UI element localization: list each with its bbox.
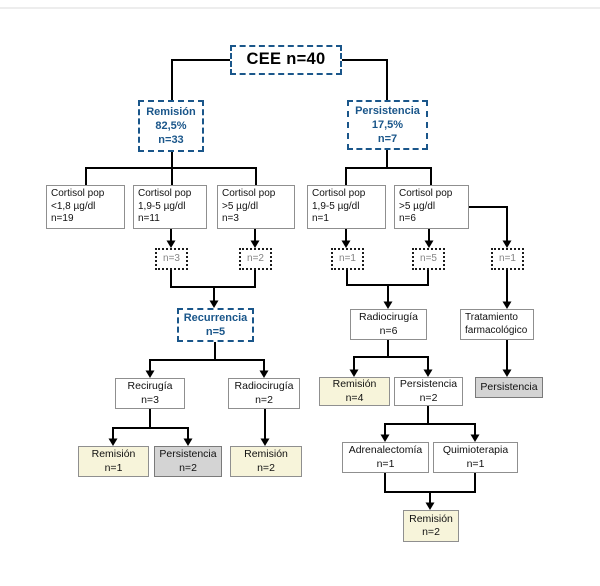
node-label: n=1 — [312, 213, 329, 225]
node-persistencia-n2-mid: Persistencia n=2 — [394, 377, 463, 406]
node-count-n1-left: n=1 — [331, 248, 364, 270]
node-cortisol-19-5-n1: Cortisol pop 1,9-5 µg/dl n=1 — [307, 185, 386, 229]
node-label: n=3 — [222, 213, 239, 225]
node-label: n=1 — [376, 457, 395, 470]
node-remision-n2-bottom: Remisión n=2 — [403, 510, 459, 542]
node-persistencia-farmacologico: Persistencia — [475, 377, 543, 398]
node-count-n1-right: n=1 — [491, 248, 524, 270]
node-label: Adrenalectomía — [348, 444, 423, 457]
node-count-n2: n=2 — [239, 248, 272, 270]
node-label: n=6 — [379, 324, 398, 337]
node-label: Remisión — [244, 448, 288, 461]
node-cortisol-lt18: Cortisol pop <1,8 µg/dl n=19 — [46, 185, 125, 229]
page-top-divider — [0, 7, 600, 9]
node-persistencia-n2-left: Persistencia n=2 — [154, 446, 222, 477]
node-label: Cortisol pop — [222, 187, 276, 199]
node-label: Persistencia — [399, 378, 458, 391]
node-label: n=7 — [377, 133, 398, 146]
node-label: Cortisol pop — [399, 187, 453, 199]
node-label: n=2 — [257, 461, 275, 474]
node-label: n=33 — [158, 134, 184, 147]
node-label: Remisión — [91, 448, 136, 461]
node-recirugia-n3: Recirugía n=3 — [115, 378, 185, 409]
node-label: <1,8 µg/dl — [51, 200, 96, 212]
node-label: Remisión — [409, 512, 453, 525]
node-remision-n2-left: Remisión n=2 — [230, 446, 302, 477]
node-label: >5 µg/dl — [399, 200, 436, 212]
node-label: n=4 — [345, 391, 364, 404]
node-label: 82,5% — [155, 119, 187, 132]
node-label: Persistencia — [355, 104, 420, 117]
node-label: Radiocirugía — [359, 311, 418, 324]
node-quimioterapia-n1: Quimioterapia n=1 — [433, 442, 518, 473]
node-persistencia-group: Persistencia 17,5% n=7 — [347, 100, 428, 150]
node-label: n=5 — [420, 252, 437, 264]
node-cortisol-19-5-n11: Cortisol pop 1,9-5 µg/dl n=11 — [133, 185, 207, 229]
node-label: CEE n=40 — [246, 50, 326, 69]
node-label: farmacológico — [465, 324, 528, 336]
node-label: Recirugía — [127, 380, 173, 393]
node-count-n3: n=3 — [155, 248, 188, 270]
node-label: Radiocirugía — [234, 380, 294, 393]
node-label: Remisión — [332, 378, 377, 391]
node-cee-total: CEE n=40 — [230, 45, 342, 75]
node-label: Recurrencia — [183, 311, 248, 324]
node-label: Cortisol pop — [138, 187, 192, 199]
node-label: n=5 — [205, 326, 226, 338]
node-remision-n4: Remisión n=4 — [319, 377, 390, 406]
node-label: n=11 — [138, 213, 160, 225]
node-cortisol-gt5-n3: Cortisol pop >5 µg/dl n=3 — [217, 185, 295, 229]
node-count-n5: n=5 — [412, 248, 445, 270]
node-label: 17,5% — [371, 118, 404, 131]
node-label: 1,9-5 µg/dl — [312, 200, 360, 212]
node-label: n=2 — [255, 393, 273, 406]
node-label: Persistencia — [159, 448, 217, 461]
node-recurrencia: Recurrencia n=5 — [177, 308, 254, 342]
arrowheads — [108, 240, 512, 510]
node-radiocirugia-n6: Radiocirugía n=6 — [350, 309, 427, 340]
node-label: n=2 — [179, 461, 197, 474]
node-label: Tratamiento — [465, 311, 518, 323]
node-label: Remisión — [146, 105, 196, 118]
node-label: Persistencia — [480, 380, 538, 393]
node-label: n=2 — [419, 391, 438, 404]
node-label: n=1 — [104, 461, 123, 474]
node-label: >5 µg/dl — [222, 200, 259, 212]
node-label: Cortisol pop — [312, 187, 366, 199]
node-label: n=2 — [422, 526, 440, 538]
node-radiocirugia-n2: Radiocirugía n=2 — [228, 378, 300, 409]
node-remision-group: Remisión 82,5% n=33 — [138, 100, 204, 152]
node-cortisol-gt5-n6: Cortisol pop >5 µg/dl n=6 — [394, 185, 469, 229]
node-tratamiento-farmacologico: Tratamiento farmacológico — [460, 309, 534, 340]
node-label: n=2 — [247, 252, 264, 264]
node-label: n=1 — [339, 252, 356, 264]
node-label: 1,9-5 µg/dl — [138, 200, 186, 212]
node-label: n=19 — [51, 213, 74, 225]
node-label: n=6 — [399, 213, 416, 225]
node-label: Quimioterapia — [442, 444, 509, 457]
node-label: n=1 — [499, 252, 516, 264]
node-label: n=3 — [141, 393, 159, 406]
node-remision-n1: Remisión n=1 — [78, 446, 149, 477]
node-label: n=3 — [163, 252, 180, 264]
node-label: n=1 — [466, 457, 485, 470]
node-adrenalectomia-n1: Adrenalectomía n=1 — [342, 442, 429, 473]
node-label: Cortisol pop — [51, 187, 105, 199]
